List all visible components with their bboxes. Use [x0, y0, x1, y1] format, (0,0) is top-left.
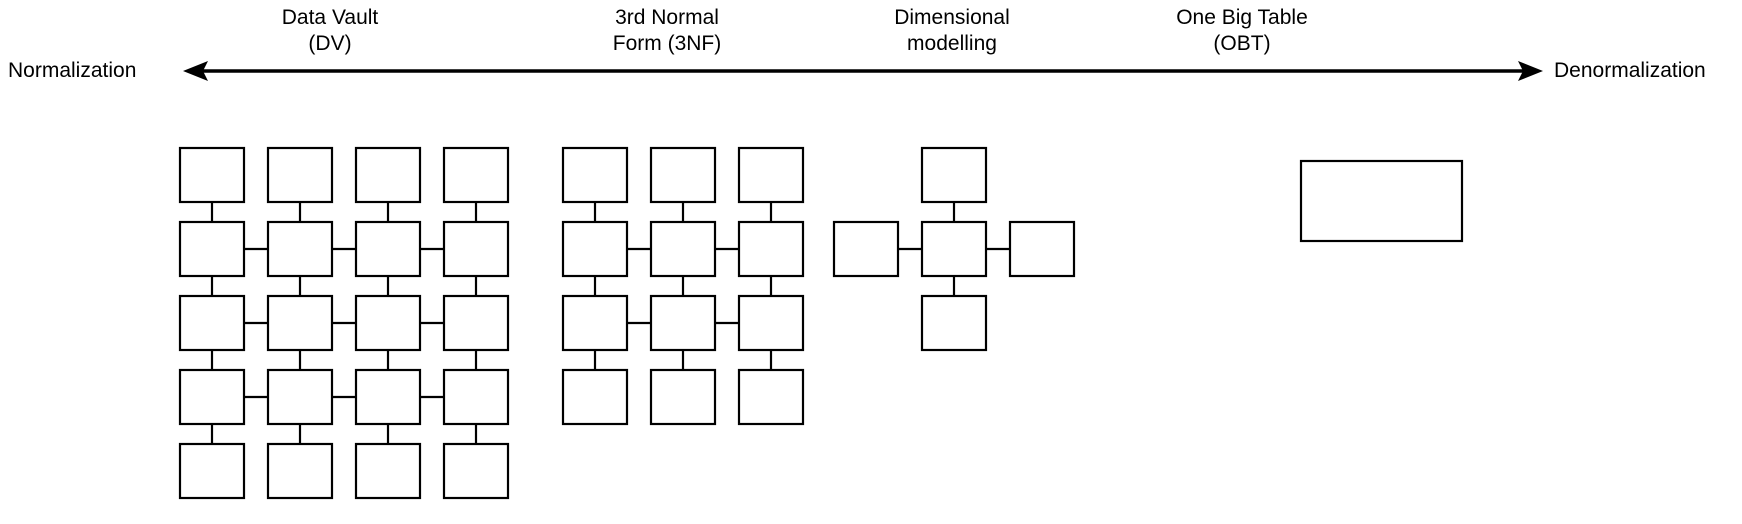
table-node: [442, 146, 510, 204]
table-node: [354, 368, 422, 426]
table-node-dimension: [920, 146, 988, 204]
table-node: [178, 442, 246, 500]
stage-group-dimensional-modelling: [832, 146, 1076, 352]
table-node: [442, 442, 510, 500]
table-node: [649, 146, 717, 204]
stage-label-dimensional-modelling: Dimensional modelling: [894, 6, 1010, 55]
arrow-left-icon: [183, 61, 208, 81]
stage-group-one-big-table: [1299, 159, 1464, 243]
table-node: [442, 220, 510, 278]
table-node: [178, 368, 246, 426]
normalization-axis: [183, 61, 1543, 81]
table-node: [737, 220, 805, 278]
table-node: [266, 146, 334, 204]
table-node: [561, 294, 629, 352]
table-node: [178, 220, 246, 278]
table-node: [354, 220, 422, 278]
table-node: [354, 294, 422, 352]
table-node: [649, 368, 717, 426]
table-node: [354, 146, 422, 204]
table-node: [737, 146, 805, 204]
stage-label-third-normal-form: 3rd Normal Form (3NF): [612, 6, 722, 55]
table-node: [649, 220, 717, 278]
table-node: [178, 146, 246, 204]
table-node: [737, 368, 805, 426]
table-node: [561, 146, 629, 204]
table-node: [266, 294, 334, 352]
stage-group-data-vault: [178, 146, 510, 500]
table-node: [561, 368, 629, 426]
arrow-right-icon: [1518, 61, 1543, 81]
axis-label-denormalization: Denormalization: [1554, 59, 1706, 82]
table-node: [354, 442, 422, 500]
table-node: [649, 294, 717, 352]
axis-label-normalization: Normalization: [8, 59, 137, 82]
table-node: [442, 368, 510, 426]
table-node: [266, 442, 334, 500]
table-node: [442, 294, 510, 352]
table-node: [266, 220, 334, 278]
table-node-one-big-table: [1299, 159, 1464, 243]
stage-label-data-vault: Data Vault (DV): [281, 6, 379, 55]
table-node-dimension: [1008, 220, 1076, 278]
table-node: [178, 294, 246, 352]
table-node-fact: [920, 220, 988, 278]
table-node-dimension: [920, 294, 988, 352]
stage-label-one-big-table: One Big Table (OBT): [1176, 6, 1308, 55]
table-node: [561, 220, 629, 278]
table-node-dimension: [832, 220, 900, 278]
table-node: [737, 294, 805, 352]
table-node: [266, 368, 334, 426]
stage-group-third-normal-form: [561, 146, 805, 426]
